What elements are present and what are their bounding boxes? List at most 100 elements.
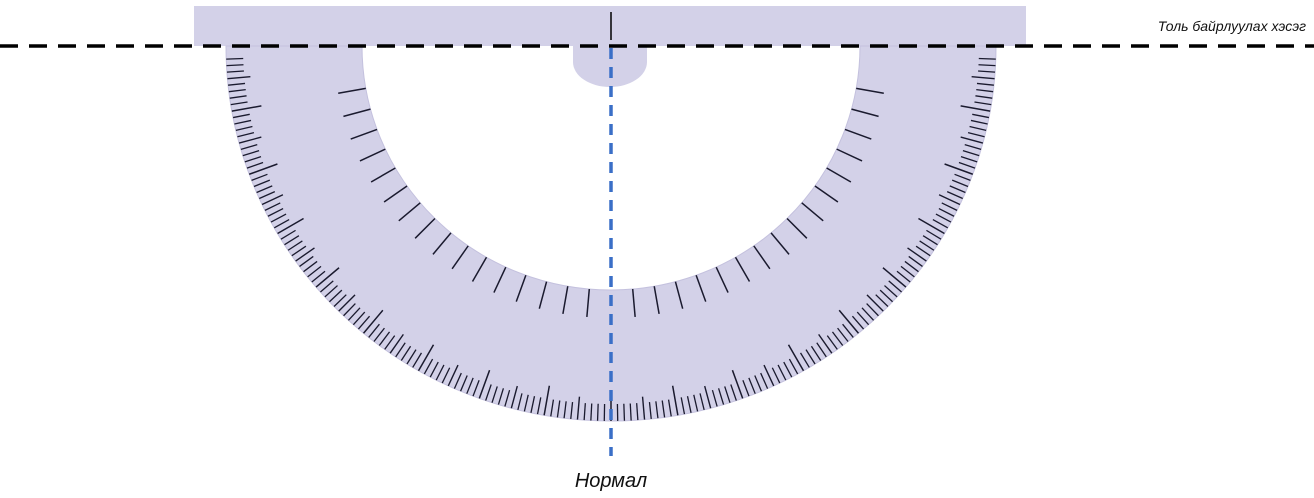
- outer-minor-tick: [648, 401, 652, 420]
- outer-minor-tick: [466, 377, 474, 394]
- outer-minor-tick: [226, 64, 244, 67]
- outer-major-tick: [838, 309, 860, 334]
- outer-major-tick: [671, 385, 679, 416]
- outer-mid-tick: [641, 396, 646, 420]
- outer-minor-tick: [636, 403, 639, 421]
- outer-minor-tick: [938, 207, 955, 217]
- outer-minor-tick: [661, 400, 666, 418]
- outer-minor-tick: [826, 335, 838, 350]
- outer-minor-tick: [922, 235, 938, 246]
- outer-minor-tick: [949, 185, 966, 194]
- outer-minor-tick: [978, 70, 996, 73]
- outer-minor-tick: [556, 400, 561, 418]
- inner-tick: [753, 245, 771, 270]
- outer-minor-tick: [368, 323, 380, 338]
- outer-minor-tick: [908, 255, 923, 267]
- inner-tick: [631, 289, 636, 318]
- inner-tick: [471, 256, 488, 282]
- outer-minor-tick: [570, 401, 574, 420]
- inner-tick: [432, 232, 452, 255]
- outer-mid-tick: [704, 385, 712, 409]
- outer-minor-tick: [976, 88, 994, 93]
- outer-minor-tick: [373, 327, 385, 342]
- outer-minor-tick: [299, 255, 314, 267]
- outer-minor-tick: [311, 270, 326, 283]
- outer-minor-tick: [357, 315, 371, 330]
- outer-minor-tick: [960, 156, 978, 163]
- outer-minor-tick: [680, 397, 686, 415]
- inner-tick: [398, 202, 421, 222]
- outer-mid-tick: [960, 136, 984, 144]
- outer-minor-tick: [851, 315, 865, 330]
- outer-minor-tick: [667, 399, 672, 417]
- inner-tick: [715, 266, 729, 293]
- mirror-position-label: Толь байрлуулах хэсэг: [1157, 18, 1306, 34]
- outer-minor-tick: [958, 161, 976, 169]
- outer-minor-tick: [969, 125, 987, 131]
- outer-minor-tick: [284, 235, 300, 246]
- outer-minor-tick: [915, 245, 931, 257]
- outer-minor-tick: [962, 150, 980, 157]
- outer-mid-tick: [261, 194, 284, 206]
- inner-tick: [338, 87, 366, 94]
- protractor-ring: [225, 45, 997, 422]
- protractor-scale-ticks: [226, 57, 996, 421]
- inner-tick: [586, 289, 591, 318]
- protractor-base-bar: [194, 6, 1026, 46]
- outer-mid-tick: [510, 385, 518, 409]
- inner-tick: [695, 275, 707, 302]
- outer-minor-tick: [748, 377, 756, 394]
- outer-minor-tick: [875, 294, 889, 307]
- outer-minor-tick: [259, 191, 276, 200]
- outer-minor-tick: [951, 179, 969, 188]
- outer-minor-tick: [228, 88, 246, 93]
- outer-minor-tick: [831, 331, 844, 346]
- outer-major-tick: [731, 369, 744, 399]
- outer-minor-tick: [530, 396, 536, 413]
- outer-minor-tick: [459, 375, 468, 392]
- outer-minor-tick: [699, 393, 705, 411]
- outer-minor-tick: [888, 280, 902, 293]
- outer-minor-tick: [623, 403, 626, 421]
- outer-minor-tick: [842, 323, 854, 338]
- outer-major-tick: [417, 344, 435, 372]
- outer-mid-tick: [818, 333, 833, 354]
- outer-major-tick: [882, 267, 907, 288]
- outer-mid-tick: [338, 294, 356, 312]
- inner-tick: [562, 286, 569, 315]
- outer-minor-tick: [343, 303, 356, 317]
- outer-mid-tick: [295, 247, 315, 262]
- outer-minor-tick: [320, 280, 334, 293]
- outer-minor-tick: [333, 294, 347, 307]
- outer-minor-tick: [896, 270, 911, 283]
- inner-tick: [350, 128, 378, 140]
- outer-mid-tick: [238, 136, 262, 144]
- outer-minor-tick: [837, 327, 849, 342]
- outer-minor-tick: [693, 394, 699, 412]
- inner-tick: [844, 128, 872, 140]
- outer-minor-tick: [964, 144, 982, 150]
- outer-minor-tick: [378, 331, 391, 346]
- outer-minor-tick: [504, 389, 511, 407]
- outer-minor-tick: [226, 70, 244, 73]
- outer-minor-tick: [777, 364, 787, 381]
- outer-minor-tick: [324, 285, 338, 298]
- outer-minor-tick: [347, 307, 361, 321]
- inner-tick: [359, 148, 386, 162]
- outer-mid-tick: [227, 75, 251, 80]
- outer-minor-tick: [517, 393, 523, 411]
- outer-minor-tick: [935, 213, 952, 223]
- outer-minor-tick: [267, 207, 284, 217]
- outer-minor-tick: [717, 388, 725, 405]
- inner-tick: [814, 185, 839, 203]
- outer-minor-tick: [273, 218, 290, 229]
- outer-major-tick: [787, 344, 805, 372]
- outer-minor-tick: [900, 265, 915, 278]
- outer-minor-tick: [760, 372, 769, 389]
- outer-minor-tick: [970, 119, 988, 125]
- outer-minor-tick: [453, 372, 462, 389]
- outer-mid-tick: [938, 194, 961, 206]
- inner-tick: [370, 167, 396, 183]
- outer-major-tick: [277, 217, 304, 235]
